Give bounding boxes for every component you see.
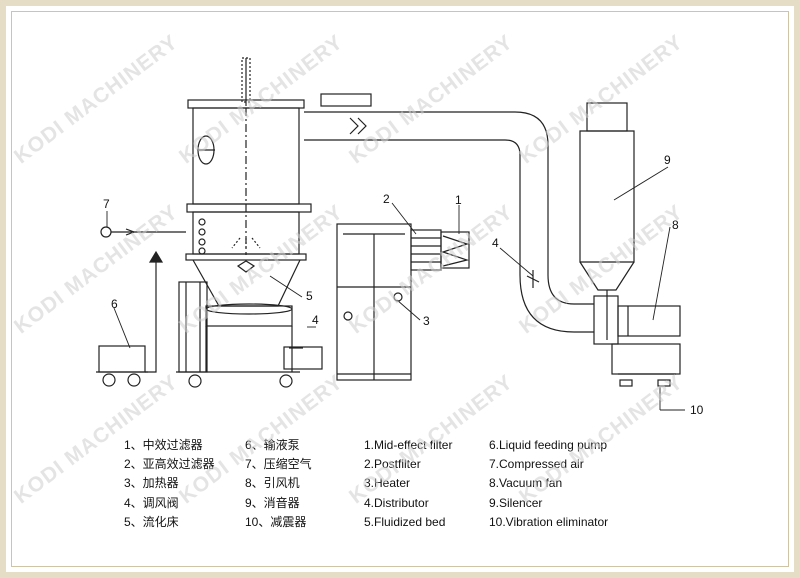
legend-item: 6、输液泵	[245, 438, 300, 452]
callout-4-upper: 4	[492, 236, 499, 250]
callout-7: 7	[103, 197, 110, 211]
trolley-frame	[176, 281, 300, 388]
callout-labels: 1 2 3 4 4 5 6 7 8 9 10	[103, 153, 704, 417]
legend-item: 5.Fluidized bed	[364, 514, 446, 529]
legend-item: 4.Distributor	[364, 495, 429, 510]
legend-item: 3、加热器	[124, 476, 179, 491]
callout-1: 1	[455, 193, 462, 207]
legend-item: 3.Heater	[364, 476, 411, 491]
legend-en-col2: 6.Liquid feeding pump 7.Compressed air 8…	[489, 436, 608, 532]
liquid-pump-cart	[96, 250, 164, 387]
fluidized-bed-cone	[185, 253, 307, 307]
leader-lines	[106, 166, 685, 411]
compressed-air-line	[100, 226, 186, 238]
legend-item: 8.Vacuum fan	[489, 476, 563, 491]
legend-item: 9、消音器	[245, 495, 300, 510]
legend-item: 9.Silencer	[489, 495, 543, 510]
legend-item: 10、减震器	[245, 514, 307, 529]
callout-4-lower: 4	[312, 313, 319, 327]
legend-cn-col2: 6、输液泵 7、压缩空气 8、引风机 9、消音器 10、减震器	[245, 436, 312, 532]
callout-5: 5	[306, 289, 313, 303]
callout-10: 10	[690, 403, 704, 417]
callout-9: 9	[664, 153, 671, 167]
legend-item: 10.Vibration eliminator	[489, 514, 609, 529]
exhaust-duct	[304, 93, 594, 333]
legend-item: 2.Postfilter	[364, 457, 421, 472]
silencer	[579, 102, 635, 340]
callout-6: 6	[111, 297, 118, 311]
vacuum-fan	[593, 295, 681, 387]
legend-item: 1、中效过滤器	[124, 438, 203, 452]
agitator-shaft	[241, 57, 251, 106]
air-filters	[410, 229, 470, 271]
legend-item: 8、引风机	[245, 476, 300, 491]
legend-item: 2、亚高效过滤器	[124, 457, 215, 472]
legend-cn-col1: 1、中效过滤器 2、亚高效过滤器 3、加热器 4、调风阀 5、流化床	[124, 436, 215, 532]
callout-3: 3	[423, 314, 430, 328]
legend-item: 7.Compressed air	[489, 457, 584, 472]
spray-section	[186, 203, 312, 255]
callout-8: 8	[672, 218, 679, 232]
filter-chamber	[187, 99, 305, 255]
damper-valve	[283, 270, 540, 370]
legend-en-col1: 1.Mid-effect filter 2.Postfilter 3.Heate…	[364, 436, 452, 532]
legend-item: 5、流化床	[124, 514, 179, 529]
callout-2: 2	[383, 192, 390, 206]
legend-item: 1.Mid-effect filter	[364, 438, 453, 452]
legend-item: 4、调风阀	[124, 495, 179, 510]
frame-border	[11, 11, 789, 567]
legend-item: 6.Liquid feeding pump	[489, 438, 608, 452]
legend-item: 7、压缩空气	[245, 457, 312, 472]
